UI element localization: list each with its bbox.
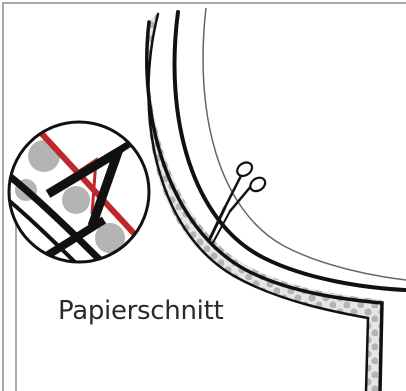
caption-label: Papierschnitt bbox=[58, 296, 223, 326]
pattern-edge-outer bbox=[147, 22, 382, 391]
pattern-strip bbox=[147, 12, 382, 391]
magnifier-detail-icon bbox=[0, 108, 150, 290]
